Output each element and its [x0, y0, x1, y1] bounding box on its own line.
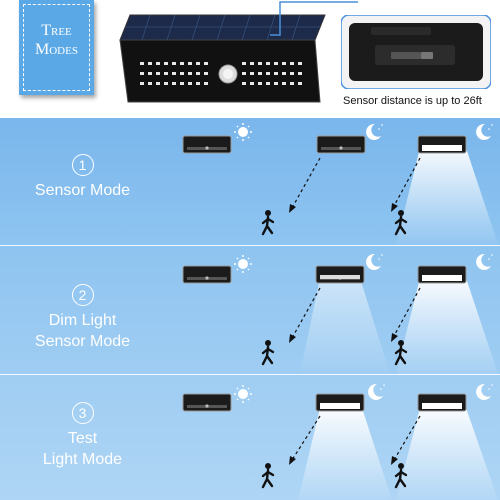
product-header: Tree Modes — [0, 0, 500, 118]
light-beam — [396, 148, 498, 244]
moon-icon — [366, 123, 383, 140]
arrow-icon — [291, 157, 321, 209]
person-icon — [261, 208, 275, 236]
lamp-off-icon — [316, 135, 366, 154]
sensor-distance-caption: Sensor distance is up to 26ft — [343, 95, 482, 107]
lamp-dim-icon — [315, 265, 365, 284]
person-icon — [261, 461, 275, 489]
solar-light-product-image — [119, 14, 326, 103]
modes-illustration — [182, 122, 498, 500]
mode-2-title-line-2: Sensor Mode — [34, 333, 131, 350]
mode-2-label: 2 Dim Light Sensor Mode — [0, 284, 165, 352]
mode-1-label: 1 Sensor Mode — [0, 154, 165, 201]
arrow-icon — [393, 415, 421, 461]
mode-2-number: 2 — [71, 284, 94, 306]
modes-panel: 1 Sensor Mode 2 Dim Light Sensor Mode 3 … — [0, 118, 500, 500]
moon-icon — [476, 123, 493, 140]
mode-1-number: 1 — [71, 154, 94, 176]
mode-3-title-line-2: Light Mode — [42, 451, 123, 468]
light-beam — [298, 408, 392, 500]
mode-3-label: 3 Test Light Mode — [0, 402, 165, 470]
moon-icon — [476, 253, 493, 270]
sensor-closeup-image — [341, 15, 491, 89]
moon-icon — [368, 383, 385, 400]
mode-divider — [0, 245, 500, 246]
modes-badge: Tree Modes — [19, 0, 94, 95]
mode-divider — [0, 374, 500, 375]
light-beam — [396, 278, 498, 374]
lamp-on-icon — [417, 265, 467, 284]
lamp-on-icon — [417, 393, 467, 412]
light-beam — [396, 408, 498, 500]
lamp-on-icon — [315, 393, 365, 412]
lamp-day-icon — [182, 135, 232, 154]
mode-1-title-line-1: Sensor Mode — [34, 182, 131, 199]
lamp-day-icon — [182, 393, 232, 412]
callout-connector — [270, 1, 358, 36]
lamp-on-icon — [417, 135, 467, 154]
badge-line-1: Tree — [41, 22, 72, 39]
mode-2-title-line-1: Dim Light — [48, 312, 117, 329]
person-icon — [261, 338, 275, 366]
arrow-icon — [291, 415, 321, 461]
badge-line-2: Modes — [35, 41, 78, 58]
sun-icon — [233, 122, 253, 142]
mode-3-title-line-1: Test — [67, 430, 98, 447]
moon-icon — [366, 253, 383, 270]
mode-3-number: 3 — [71, 402, 94, 424]
light-beam-dim — [300, 278, 390, 374]
sun-icon — [233, 384, 253, 404]
lamp-day-icon — [182, 265, 232, 284]
sun-icon — [233, 254, 253, 274]
moon-icon — [476, 383, 493, 400]
